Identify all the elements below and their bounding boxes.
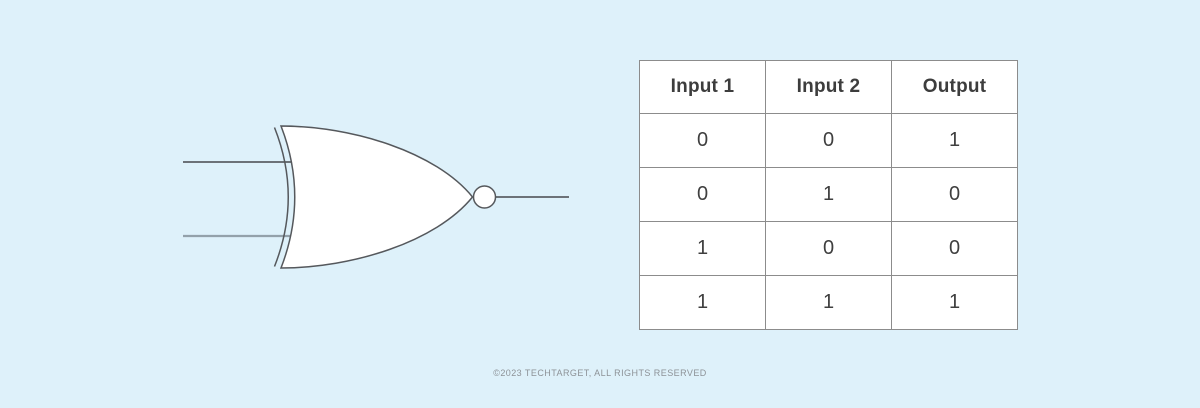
truth-table-cell: 0 — [891, 221, 1018, 276]
copyright-text: ©2023 TECHTARGET, ALL RIGHTS RESERVED — [493, 368, 707, 378]
inversion-bubble — [472, 185, 497, 209]
truth-table-row: 0 0 1 — [639, 113, 1018, 168]
truth-table-cell: 1 — [765, 167, 892, 222]
truth-table-row: 1 0 0 — [639, 221, 1018, 276]
truth-table-cell: 1 — [765, 275, 892, 330]
truth-table: Input 1 Input 2 Output 0 0 1 0 1 0 1 0 0 — [639, 60, 1018, 330]
truth-table-cell: 1 — [891, 275, 1018, 330]
truth-table-cell: 0 — [639, 167, 766, 222]
truth-table-cell: 1 — [639, 275, 766, 330]
truth-table-row: 1 1 1 — [639, 275, 1018, 330]
xor-leading-arc — [273, 127, 289, 267]
truth-table-header-output: Output — [891, 60, 1018, 114]
truth-table-header-row: Input 1 Input 2 Output — [639, 60, 1018, 114]
truth-table-cell: 0 — [765, 113, 892, 168]
truth-table-cell: 1 — [639, 221, 766, 276]
truth-table-cell: 1 — [891, 113, 1018, 168]
truth-table-cell: 0 — [891, 167, 1018, 222]
truth-table-row: 0 1 0 — [639, 167, 1018, 222]
truth-table-cell: 0 — [639, 113, 766, 168]
gate-body — [279, 125, 474, 269]
truth-table-header-input2: Input 2 — [765, 60, 892, 114]
truth-table-header-input1: Input 1 — [639, 60, 766, 114]
truth-table-cell: 0 — [765, 221, 892, 276]
